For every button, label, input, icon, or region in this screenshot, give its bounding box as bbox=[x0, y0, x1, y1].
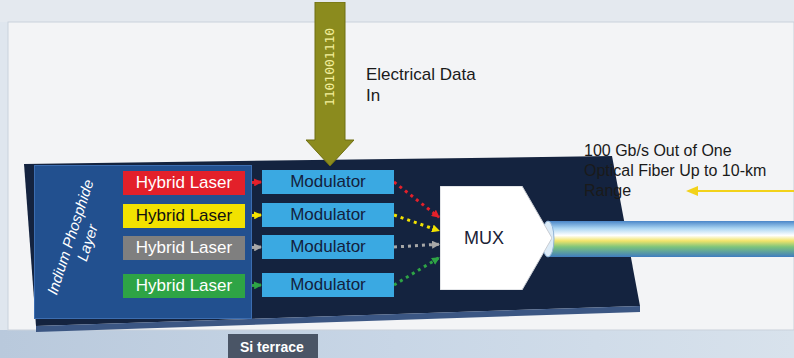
dotted-signal-arrow bbox=[394, 244, 439, 247]
input-label: Electrical Data In bbox=[366, 64, 476, 106]
dotted-signal-arrow bbox=[394, 258, 439, 285]
laser-box: Hybrid Laser bbox=[123, 171, 245, 195]
optical-fiber bbox=[548, 221, 794, 257]
box-label: Modulator bbox=[290, 237, 366, 257]
data-input-arrow: 1101001110 bbox=[306, 2, 354, 166]
dotted-signal-arrow bbox=[394, 215, 439, 231]
layer-label: Indium Phosphide Layer bbox=[40, 168, 118, 312]
box-label: Hybrid Laser bbox=[136, 206, 232, 226]
laser-box: Hybrid Laser bbox=[123, 236, 245, 260]
indium-phosphide-layer: Indium Phosphide LayerHybrid LaserHybrid… bbox=[34, 165, 252, 319]
box-label: Hybrid Laser bbox=[136, 238, 232, 258]
laser-box: Hybrid Laser bbox=[123, 274, 245, 298]
box-label: Modulator bbox=[290, 275, 366, 295]
panel bbox=[8, 22, 794, 330]
box-label: Hybrid Laser bbox=[136, 276, 232, 296]
box-label: Modulator bbox=[290, 172, 366, 192]
bottom-strip bbox=[0, 330, 794, 358]
laser-box: Hybrid Laser bbox=[123, 204, 245, 228]
modulator-box: Modulator bbox=[262, 203, 394, 227]
background-fragment: Si terrace bbox=[240, 338, 320, 356]
mux-block: MUX bbox=[440, 186, 552, 290]
arrow-outline bbox=[306, 2, 354, 166]
leader-line bbox=[696, 190, 794, 192]
modulator-box: Modulator bbox=[262, 170, 394, 194]
binary-data: 1101001110 bbox=[321, 12, 339, 122]
modulator-box: Modulator bbox=[262, 235, 394, 259]
mux-label: MUX bbox=[464, 228, 504, 249]
leader-arrowhead bbox=[686, 186, 698, 196]
box-label: Hybrid Laser bbox=[136, 173, 232, 193]
box-label: Modulator bbox=[290, 205, 366, 225]
dotted-signal-arrow bbox=[394, 182, 439, 217]
output-note: 100 Gb/s Out of One Optical Fiber Up to … bbox=[584, 141, 774, 201]
chip-slab bbox=[24, 156, 640, 326]
top-strip bbox=[0, 0, 794, 22]
mux-outline bbox=[440, 186, 552, 290]
modulator-box: Modulator bbox=[262, 273, 394, 297]
